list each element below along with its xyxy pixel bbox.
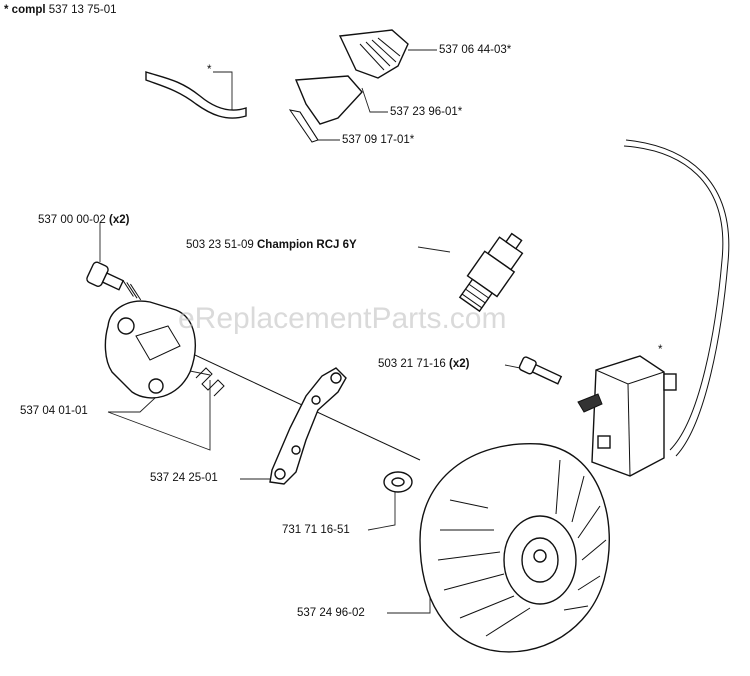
- washer: [383, 471, 413, 493]
- kit-prefix: * compl: [4, 4, 46, 16]
- flywheel-label: 537 24 96-02: [297, 607, 365, 619]
- flywheel: [419, 443, 610, 653]
- clutch-shoe-label: 537 04 01-01: [20, 405, 88, 417]
- washer-label: 731 71 16-51: [282, 524, 350, 536]
- screw-qty: (x2): [449, 358, 470, 370]
- screw-number: 503 21 71-16: [378, 358, 446, 370]
- fuel-hose: [145, 71, 247, 119]
- bolt-number: 537 00 00-02: [38, 214, 106, 226]
- cover-ribs: [359, 37, 401, 71]
- plate-part: [294, 75, 363, 125]
- spring-plate: [269, 367, 347, 485]
- spark-plug-name: Champion RCJ 6Y: [257, 239, 357, 251]
- kit-number: 537 13 75-01: [48, 4, 117, 16]
- screw: [518, 356, 563, 385]
- cover-part: [338, 29, 409, 79]
- module-star-label: *: [658, 344, 663, 356]
- screw-label: 503 21 71-16 (x2): [378, 358, 469, 370]
- shoulder-bolt: [86, 261, 142, 301]
- bolt-qty: (x2): [109, 214, 130, 226]
- clip-part: [288, 109, 319, 143]
- spark-plug-number: 503 23 51-09: [186, 239, 254, 251]
- bolt-label: 537 00 00-02 (x2): [38, 214, 129, 226]
- ignition-lead: [623, 145, 724, 451]
- spark-plug-label: 503 23 51-09 Champion RCJ 6Y: [186, 239, 357, 251]
- spark-plug: [458, 232, 524, 313]
- hose-star-label: *: [207, 64, 212, 76]
- ignition-module: [577, 355, 677, 477]
- spring: [195, 367, 225, 397]
- clip-label: 537 09 17-01*: [342, 134, 415, 146]
- plate-label: 537 23 96-01*: [390, 106, 463, 118]
- spring-plate-label: 537 24 25-01: [150, 472, 218, 484]
- cover-label: 537 06 44-03*: [439, 44, 512, 56]
- clutch-shoe: [104, 300, 196, 399]
- watermark: eReplacementParts.com: [178, 302, 507, 335]
- kit-label: * compl 537 13 75-01: [4, 4, 117, 16]
